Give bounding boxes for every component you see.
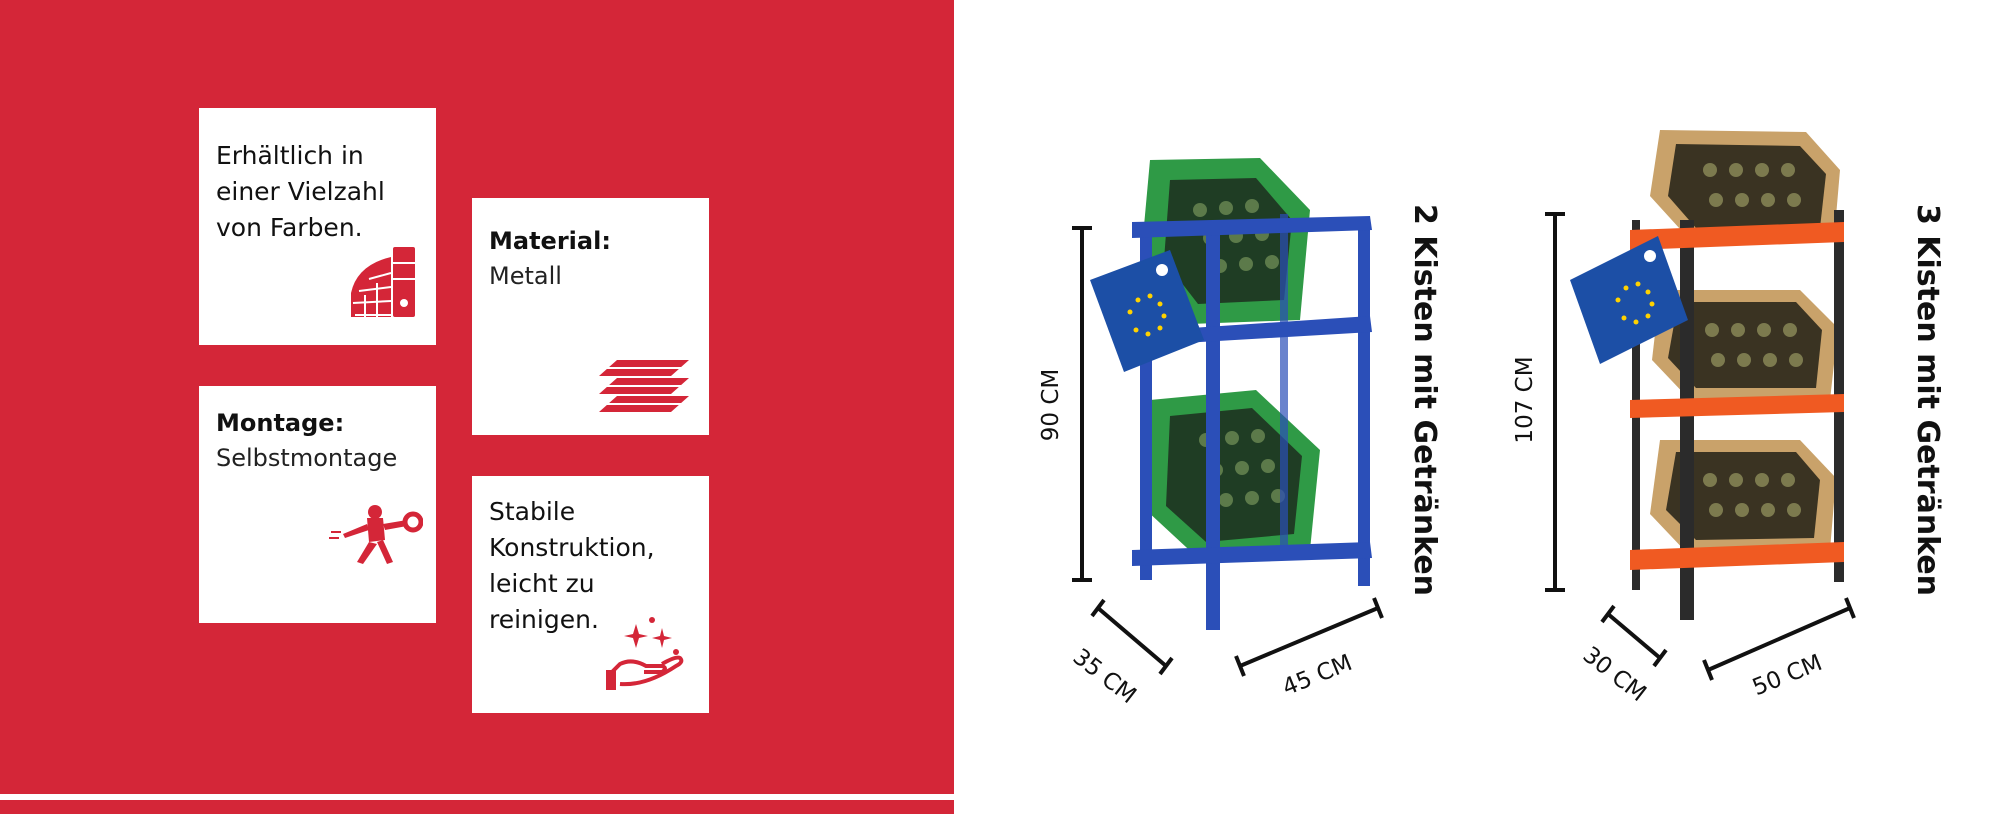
height-label: 107 CM [1512,356,1538,443]
eu-flag-tag [1090,250,1204,372]
feature-value-material: Metall [489,262,562,290]
product-rack-three-crates: 107 CM 30 CM 50 CM [1512,130,1945,707]
mechanic-icon [329,505,423,564]
sparkle-hand-icon [606,617,684,690]
feature-text-colors: Erhältlich in einer Vielzahl von Farben. [216,141,385,242]
product-title: 3 Kisten mit Getränken [1910,204,1945,596]
feature-card-colors: Erhältlich in einer Vielzahl von Farben. [199,108,436,345]
width-label: 50 CM [1749,650,1826,701]
crate-bottom [1650,440,1836,554]
crate-middle [1652,290,1838,400]
feature-card-assembly: Montage: Selbstmontage [199,386,436,623]
width-dimension-line [1707,606,1851,672]
layers-icon [599,360,689,412]
feature-card-stability: Stabile Konstruktion, leicht zu reinigen… [472,476,709,713]
height-label: 90 CM [1038,369,1064,441]
feature-heading-assembly: Montage: [216,409,345,437]
depth-dimension-line [1096,606,1168,668]
depth-label: 30 CM [1578,642,1651,707]
rack-frame [1132,214,1372,630]
width-label: 45 CM [1279,650,1356,701]
rack-frame [1630,210,1844,620]
eu-flag-tag [1570,236,1688,364]
product-title: 2 Kisten mit Getränken [1407,204,1440,596]
red-bottom-strip [0,800,954,814]
feature-value-assembly: Selbstmontage [216,444,398,472]
depth-dimension-line [1606,612,1662,660]
feature-text-stability: Stabile Konstruktion, leicht zu reinigen… [489,497,655,634]
crate-top [1650,130,1840,240]
width-dimension-line [1239,606,1379,668]
crate-bottom [1146,390,1320,560]
product-rack-two-crates: 90 CM 35 CM 45 CM [1038,158,1440,709]
feature-heading-material: Material: [489,227,611,255]
color-palette-icon [351,247,415,317]
depth-label: 35 CM [1068,644,1141,709]
feature-card-material: Material: Metall [472,198,709,435]
crate-top [1140,158,1310,324]
